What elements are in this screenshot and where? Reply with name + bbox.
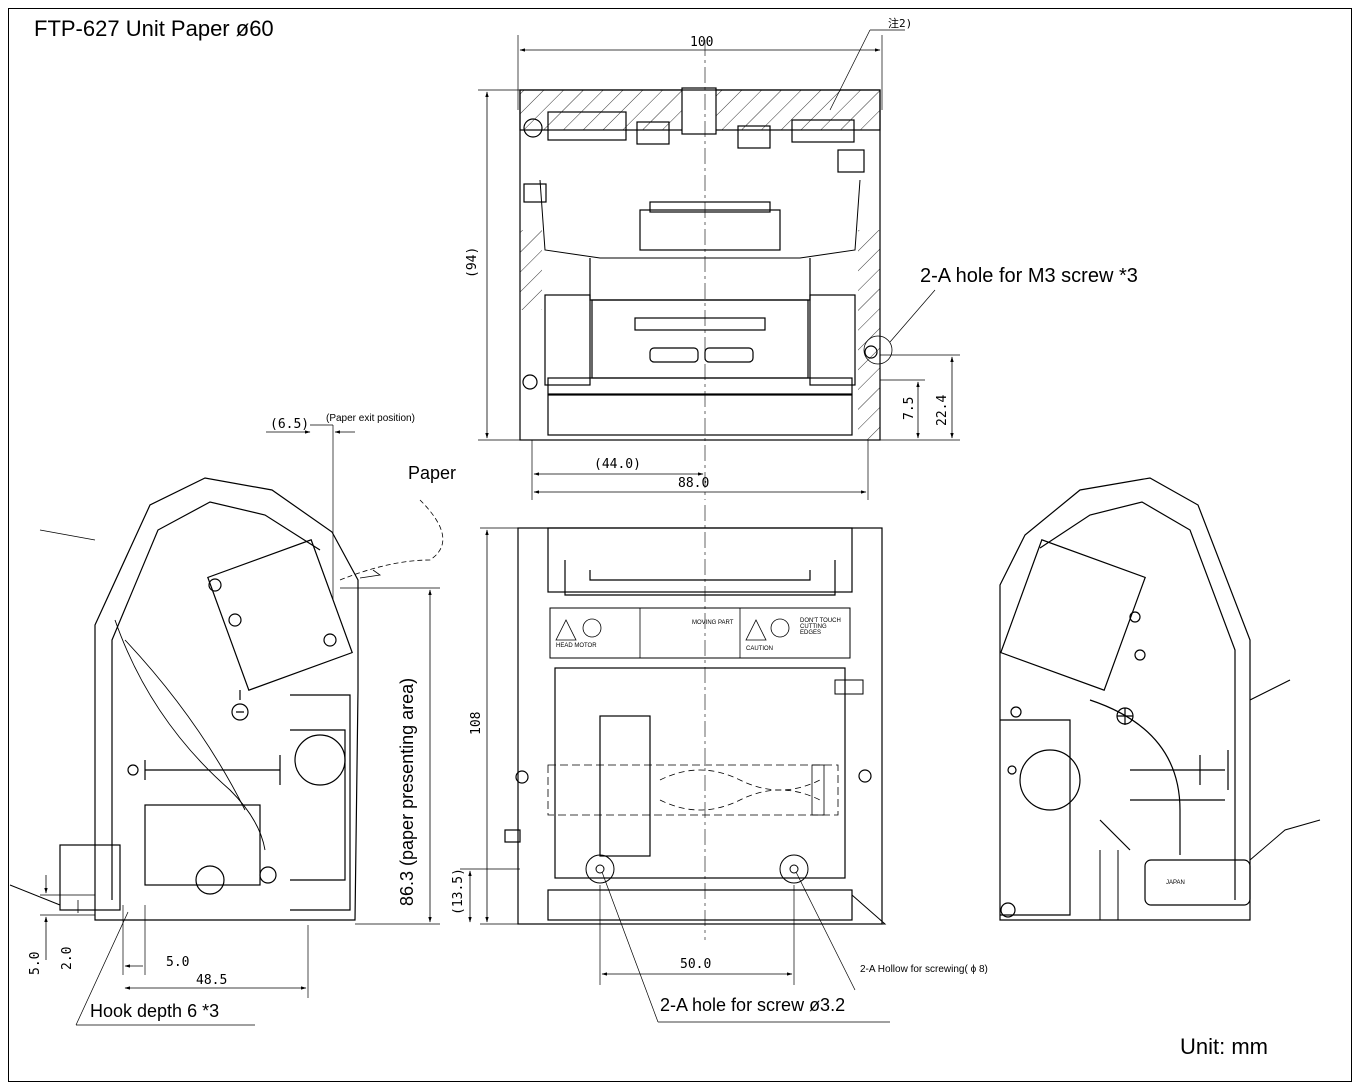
dim-5-0-vertical: 5.0: [28, 951, 43, 975]
dim-48-5: 48.5: [196, 973, 228, 988]
front-view: [460, 505, 890, 1023]
callout-hook-depth: Hook depth 6 *3: [90, 1001, 220, 1021]
label-moving-part: MOVING PART: [692, 620, 734, 626]
dim-50: 50.0: [680, 957, 712, 972]
left-side-view: [9, 424, 444, 1026]
dim-presenting-area: 86.3 (paper presenting area): [397, 677, 417, 906]
drawing-frame: [8, 8, 1352, 1082]
dim-width-100: 100: [690, 35, 714, 50]
dim-2-0: 2.0: [60, 946, 75, 970]
callout-paper-exit: (Paper exit position): [326, 413, 415, 424]
callout-paper: Paper: [408, 463, 457, 483]
dim-5-0-horizontal: 5.0: [166, 955, 190, 970]
dim-22-4: 22.4: [935, 394, 950, 426]
dim-6-5: (6.5): [270, 417, 310, 432]
dim-44: (44.0): [594, 457, 641, 472]
dim-height-94: (94): [465, 246, 480, 278]
label-dont-touch: DON'T TOUCH CUTTING EDGES: [800, 618, 841, 636]
callout-m3-hole: 2-A hole for M3 screw *3: [920, 265, 1138, 287]
dim-13-5: (13.5): [451, 868, 466, 915]
label-caution: CAUTION: [746, 646, 773, 652]
callout-screw-hole: 2-A hole for screw ø3.2: [660, 995, 846, 1015]
dim-88: 88.0: [678, 476, 710, 491]
note-2: 注2): [888, 17, 913, 30]
label-japan: JAPAN: [1166, 880, 1185, 886]
page-title: FTP-627 Unit Paper ø60: [34, 16, 274, 41]
right-side-view: [999, 477, 1321, 921]
callout-hollow: 2-A Hollow for screwing( ϕ 8): [860, 964, 988, 975]
unit-label: Unit: mm: [1180, 1034, 1268, 1059]
top-view: [478, 29, 960, 500]
label-head-motor: HEAD MOTOR: [556, 643, 597, 649]
dim-108: 108: [469, 711, 484, 735]
dim-7-5: 7.5: [902, 396, 917, 420]
